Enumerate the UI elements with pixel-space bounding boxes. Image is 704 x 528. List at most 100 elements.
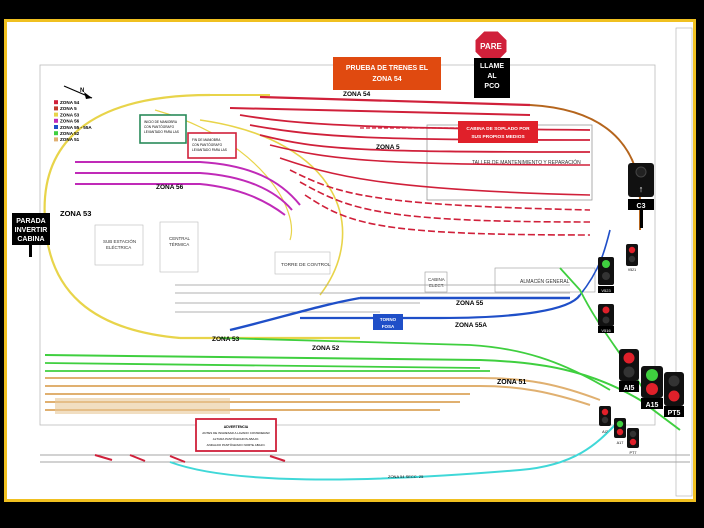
legend-label: ZONA 5 bbox=[60, 106, 77, 111]
legend-label: ZONA 51 bbox=[60, 137, 80, 142]
zone-label-z51: ZONA 51 bbox=[497, 379, 526, 386]
almacen-building bbox=[494, 267, 596, 293]
warning-line-2: ANTES DE INGRESAR A LAVADO CONSIDERAR bbox=[202, 431, 270, 435]
legend-swatch bbox=[54, 131, 58, 136]
main-switch-1 bbox=[94, 454, 113, 461]
signal-ai7: AI7 bbox=[599, 406, 611, 434]
red-note-1: FIN DE MANIOBRA bbox=[192, 138, 221, 142]
signal-v516-label: V516 bbox=[601, 328, 611, 333]
z51-track-1 bbox=[45, 377, 601, 401]
z56-track-2 bbox=[75, 172, 293, 211]
signal-v516: V516 bbox=[598, 304, 614, 333]
signal-ai5: AI5 bbox=[619, 349, 639, 392]
torno-line-1: TORNO bbox=[380, 317, 397, 322]
call-pco-sign bbox=[474, 58, 510, 98]
legend-swatch bbox=[54, 112, 58, 117]
legend-label: ZONA 56 bbox=[60, 119, 80, 124]
signal-ai7-label: AI7 bbox=[602, 430, 608, 434]
signal-pt7: PT7 bbox=[627, 428, 639, 455]
signal-a17-label: A17 bbox=[617, 441, 624, 445]
almacen-label: ALMACÉN GENERAL bbox=[520, 278, 570, 285]
z56-track-1 bbox=[75, 161, 301, 206]
red-note-3: LEVANTADO PARA LAS bbox=[192, 148, 227, 152]
warning-line-3: ALTURA PANTÓGRAFOS ABAJO. bbox=[213, 436, 260, 441]
title-line-2: ZONA 54 bbox=[372, 76, 401, 83]
call-line-1: LLAME bbox=[480, 63, 504, 70]
zone-label-z52: ZONA 52 bbox=[312, 345, 340, 352]
sub-label-2: ELÉCTRICA bbox=[106, 244, 131, 250]
svg-text:N: N bbox=[80, 88, 84, 94]
legend-label: ZONA 54 bbox=[60, 100, 80, 105]
z54-track-6 bbox=[269, 144, 591, 166]
zone-label-z56: ZONA 56 bbox=[156, 184, 184, 191]
z55-curve bbox=[229, 296, 361, 332]
legend-swatch bbox=[54, 137, 58, 142]
central-label-2: TÉRMICA bbox=[169, 241, 189, 247]
cyan-curve bbox=[169, 419, 621, 481]
signal-a17: A17 bbox=[614, 418, 626, 445]
z54-track-5 bbox=[259, 134, 591, 153]
z56-track-3 bbox=[75, 183, 286, 216]
signal-a15-label: A15 bbox=[646, 402, 659, 409]
cabina-soplado-box bbox=[458, 121, 538, 143]
legend-swatch bbox=[54, 106, 58, 111]
z52-track-upper bbox=[219, 337, 611, 391]
torre-label: TORRE DE CONTROL bbox=[281, 262, 331, 268]
legend-label: ZONA 53 bbox=[60, 112, 80, 117]
green-note-1: INICIO DE MANIOBRA bbox=[144, 120, 178, 124]
signal-c3-label: C3 bbox=[637, 203, 646, 210]
up-arrow-icon: ↑ bbox=[639, 184, 644, 194]
signal-c3: ↑ C3 bbox=[628, 163, 654, 228]
call-line-3: PCO bbox=[484, 83, 500, 90]
cabina-building bbox=[424, 271, 448, 293]
z52-east-link bbox=[559, 267, 651, 401]
z54-track-2 bbox=[229, 107, 531, 116]
zone-label-z53-left: ZONA 53 bbox=[60, 209, 91, 218]
z54-track-1 bbox=[259, 95, 531, 107]
z54-track-10 bbox=[304, 194, 591, 236]
legend-swatch bbox=[54, 100, 58, 105]
z52-track-2 bbox=[44, 362, 481, 369]
parada-sign bbox=[12, 213, 50, 245]
z54-track-9 bbox=[299, 181, 591, 223]
inner-loop-2 bbox=[154, 109, 292, 241]
inner-loop bbox=[199, 119, 344, 296]
signal-pt7-label: PT7 bbox=[630, 451, 637, 455]
signal-pt5: PT5 bbox=[664, 372, 684, 417]
legend-swatch bbox=[54, 125, 58, 129]
zone-label-z53-bottom: ZONA 53 bbox=[212, 336, 240, 343]
sub-station-building bbox=[94, 224, 144, 266]
z51-shed bbox=[55, 398, 230, 414]
signal-ai5-label: AI5 bbox=[624, 385, 635, 392]
torno-line-2: FOSA bbox=[382, 324, 395, 329]
zone-label-z54: ZONA 54 bbox=[343, 91, 371, 98]
parada-line-3: CABINA bbox=[17, 236, 44, 243]
red-note-2: CON PANTÓGRAFO bbox=[192, 142, 223, 147]
zone-label-z55: ZONA 55 bbox=[456, 300, 484, 307]
z54-track-8 bbox=[289, 169, 591, 211]
title-box bbox=[333, 57, 441, 90]
central-label-1: CENTRAL bbox=[169, 236, 191, 241]
zone-label-z5: ZONA 5 bbox=[376, 144, 400, 151]
torre-building bbox=[274, 251, 331, 275]
zone-label-z55a: ZONA 55A bbox=[455, 322, 487, 329]
parada-post bbox=[29, 245, 32, 257]
parada-line-2: INVERTIR bbox=[15, 227, 48, 234]
green-note-2: CON PANTÓGRAFO bbox=[144, 124, 175, 129]
signal-pt5-label: PT5 bbox=[668, 410, 681, 417]
main-switch-4 bbox=[269, 455, 286, 462]
call-line-2: AL bbox=[487, 73, 497, 80]
signal-v521-label: V521 bbox=[628, 268, 636, 272]
main-switch-2 bbox=[129, 454, 146, 462]
torno-fosa-box bbox=[373, 314, 403, 330]
warning-box bbox=[195, 418, 277, 452]
legend-swatch bbox=[54, 118, 58, 123]
title-block bbox=[675, 27, 693, 497]
cabina-label-2: ELECT. bbox=[429, 283, 444, 288]
signal-v523: V523 bbox=[598, 257, 614, 293]
zona54-secc-label: ZONA 54 SECC. 25 bbox=[388, 474, 424, 479]
cabina-soplado-1: CABINA DE SOPLADO POR bbox=[466, 126, 530, 132]
warning-line-1: ADVERTENCIA bbox=[224, 425, 249, 429]
